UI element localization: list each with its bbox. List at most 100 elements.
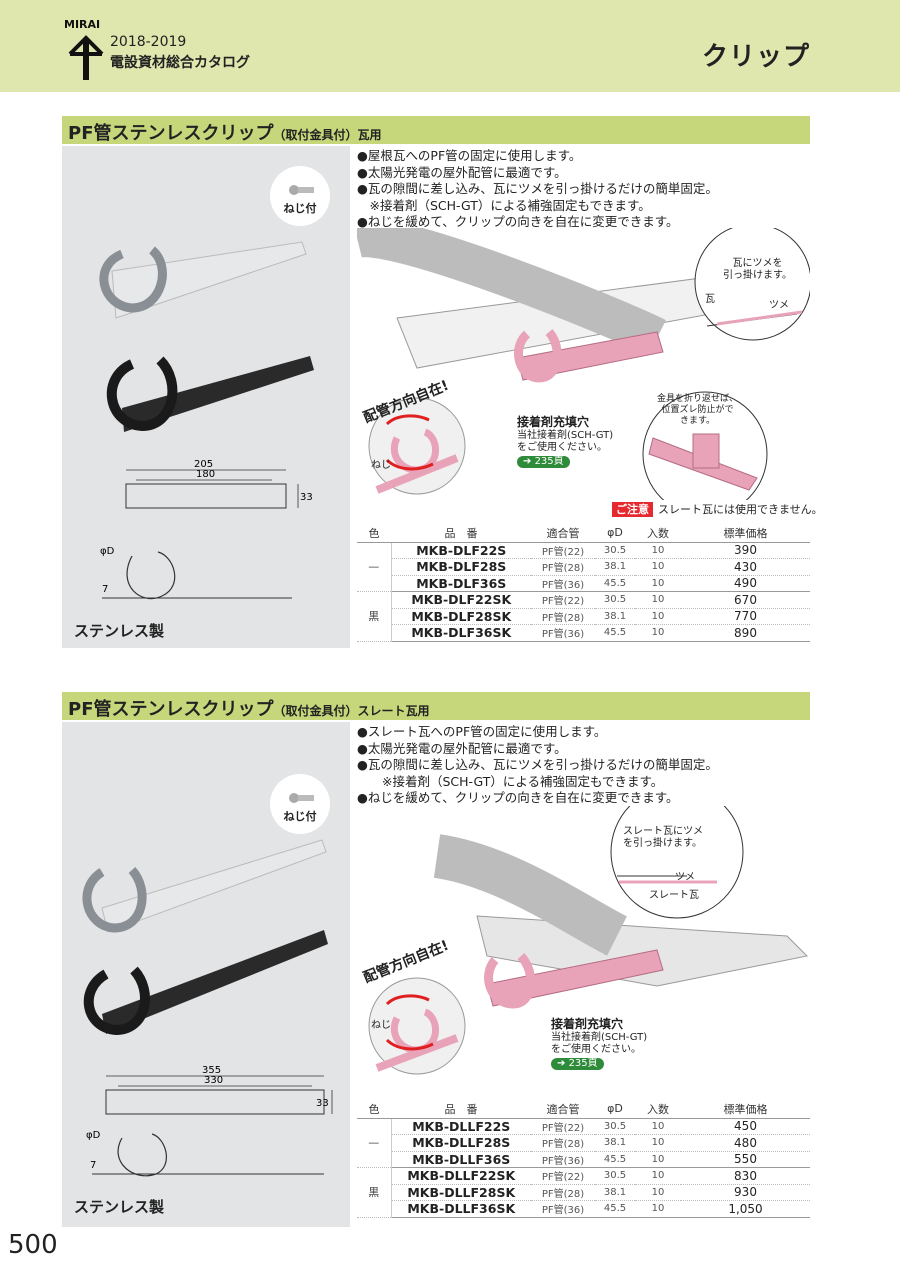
col-qty: 入数	[635, 1100, 681, 1119]
page-header: MIRAI 2018-2019 電設資材総合カタログ クリップ	[0, 0, 900, 92]
table-row: MKB-DLLF28S PF管(28) 38.1 10 480	[357, 1134, 810, 1152]
caution-tag: ご注意	[612, 502, 653, 517]
spec-table-1: 色 品 番 適合管 φD 入数 標準価格 — MKB-DLF22S PF管(22…	[357, 524, 810, 642]
section-subtitle: （取付金具付）瓦用	[273, 128, 382, 142]
feature-list: ●屋根瓦へのPF管の固定に使用します。 ●太陽光発電の屋外配管に最適です。 ●瓦…	[357, 148, 718, 231]
feature-item: ●太陽光発電の屋外配管に最適です。	[357, 164, 567, 180]
col-code: 品 番	[391, 1100, 531, 1119]
svg-text:7: 7	[102, 584, 108, 595]
hook-callout: 瓦にツメを 引っ掛けます。	[723, 258, 792, 282]
caution-note: ご注意スレート瓦には使用できません。	[612, 501, 823, 517]
table-row: MKB-DLF28SK PF管(28) 38.1 10 770	[357, 608, 810, 625]
product-image-panel-2: ねじ付 355 330 33 φD 7 ステンレス製	[62, 722, 350, 1227]
screw-icon	[289, 185, 314, 195]
feature-list: ●スレート瓦へのPF管の固定に使用します。 ●太陽光発電の屋外配管に最適です。 …	[357, 724, 718, 807]
table-row: MKB-DLLF28SK PF管(28) 38.1 10 930	[357, 1184, 810, 1201]
spec-table-2: 色 品 番 適合管 φD 入数 標準価格 — MKB-DLLF22S PF管(2…	[357, 1100, 810, 1218]
feature-item: ●スレート瓦へのPF管の固定に使用します。	[357, 724, 607, 739]
feature-item: ●瓦の隙間に差し込み、瓦にツメを引っ掛けるだけの簡単固定。	[357, 757, 718, 772]
feature-item: ※接着剤（SCH-GT）による補強固定もできます。	[357, 197, 651, 213]
section-title-bar-2: PF管ステンレスクリップ（取付金具付）スレート瓦用	[62, 692, 810, 720]
svg-text:33: 33	[316, 1098, 329, 1109]
svg-text:MIRAI: MIRAI	[64, 18, 100, 31]
screw-label: ねじ付	[283, 810, 317, 823]
col-color: 色	[357, 524, 391, 543]
adhesive-line-2: をご使用ください。	[517, 442, 607, 453]
svg-text:φD: φD	[100, 546, 115, 557]
screw-icon	[289, 793, 314, 803]
svg-text:33: 33	[300, 492, 313, 503]
table-row: MKB-DLF36SK PF管(36) 45.5 10 890	[357, 624, 810, 642]
catalog-title: 電設資材総合カタログ	[110, 55, 250, 71]
page-reference-link[interactable]: ➔ 235頁	[517, 456, 570, 468]
col-qty: 入数	[635, 524, 681, 543]
section-title-bar-1: PF管ステンレスクリップ（取付金具付）瓦用	[62, 116, 810, 144]
adhesive-title: 接着剤充填穴	[517, 415, 590, 429]
caution-text: スレート瓦には使用できません。	[658, 503, 823, 516]
svg-text:7: 7	[90, 1160, 96, 1171]
installation-diagram-1: 配管方向自在! ねじ 接着剤充填穴 当社接着剤(SCH-GT) をご使用ください…	[352, 217, 812, 517]
section-title: PF管ステンレスクリップ	[68, 699, 274, 720]
table-row: MKB-DLLF36SK PF管(36) 45.5 10 1,050	[357, 1200, 810, 1218]
svg-text:330: 330	[204, 1075, 223, 1086]
col-phi: φD	[595, 1100, 635, 1119]
clip-photos: 205 180 33 φD 7	[99, 241, 314, 600]
table-row: 黒 MKB-DLLF22SK PF管(22) 30.5 10 830	[357, 1167, 810, 1218]
feature-item: ●太陽光発電の屋外配管に最適です。	[357, 740, 567, 756]
tsume-label: ツメ	[675, 872, 695, 883]
adhesive-line-1: 当社接着剤(SCH-GT)	[517, 430, 614, 441]
screw-badge: ねじ付	[270, 774, 330, 834]
roof-illustration	[352, 217, 812, 517]
hook-line-1: スレート瓦にツメ	[623, 826, 703, 837]
col-price: 標準価格	[681, 1100, 810, 1119]
product-image-panel-1: ねじ付 205 180 33 φD 7 ステンレス製	[62, 146, 350, 648]
adhesive-line-1: 当社接着剤(SCH-GT)	[551, 1032, 648, 1043]
tsume-label: ツメ	[769, 300, 789, 311]
col-price: 標準価格	[681, 524, 810, 543]
page-reference-link[interactable]: ➔ 235頁	[551, 1058, 604, 1070]
svg-text:180: 180	[196, 469, 215, 480]
col-phi: φD	[595, 524, 635, 543]
feature-item: ●ねじを緩めて、クリップの向きを自在に変更できます。	[357, 214, 679, 229]
table-row: MKB-DLLF36S PF管(36) 45.5 10 550	[357, 1151, 810, 1168]
table-row: MKB-DLF28S PF管(28) 38.1 10 430	[357, 558, 810, 576]
roof-illustration	[368, 785, 809, 1075]
svg-text:φD: φD	[86, 1130, 101, 1141]
mirai-logo: MIRAI	[64, 18, 104, 80]
table-row: — MKB-DLF22S PF管(22) 30.5 10 390	[357, 542, 810, 592]
svg-text:355: 355	[202, 1065, 221, 1076]
hook-line-1: 瓦にツメを	[732, 258, 783, 269]
catalog-year: 2018-2019	[110, 34, 187, 50]
feature-item: ●ねじを緩めて、クリップの向きを自在に変更できます。	[357, 790, 679, 805]
adhesive-callout: 接着剤充填穴 当社接着剤(SCH-GT) をご使用ください。 ➔ 235頁	[517, 416, 613, 468]
col-pipe: 適合管	[531, 524, 595, 543]
adhesive-line-2: をご使用ください。	[551, 1044, 641, 1055]
section-subtitle: （取付金具付）スレート瓦用	[273, 704, 430, 718]
hook-line-2: を引っ掛けます。	[623, 838, 702, 849]
col-pipe: 適合管	[531, 1100, 595, 1119]
table-header-row: 色 品 番 適合管 φD 入数 標準価格	[357, 524, 810, 543]
table-row: 黒 MKB-DLF22SK PF管(22) 30.5 10 670	[357, 591, 810, 642]
slate-label: スレート瓦	[649, 890, 699, 901]
col-code: 品 番	[391, 524, 531, 543]
adhesive-callout: 接着剤充填穴 当社接着剤(SCH-GT) をご使用ください。 ➔ 235頁	[551, 1018, 647, 1070]
screw-callout: ねじ	[371, 1020, 391, 1031]
kawara-label: 瓦	[705, 294, 715, 305]
material-label: ステンレス製	[74, 1198, 165, 1216]
section-title: PF管ステンレスクリップ	[68, 123, 274, 144]
page-category: クリップ	[701, 42, 810, 72]
feature-item: ※接着剤（SCH-GT）による補強固定もできます。	[357, 773, 664, 789]
clip-photos: 355 330 33 φD 7	[82, 839, 333, 1177]
table-row: — MKB-DLLF22S PF管(22) 30.5 10 450	[357, 1118, 810, 1168]
material-label: ステンレス製	[74, 622, 165, 640]
hook-line-2: 引っ掛けます。	[723, 270, 792, 281]
screw-label: ねじ付	[283, 202, 317, 215]
hook-callout: スレート瓦にツメ を引っ掛けます。	[623, 826, 703, 850]
fold-callout: 金具を折り返せば、 位置ズレ防止がで きます。	[657, 394, 739, 426]
screw-callout: ねじ	[371, 460, 391, 471]
feature-item: ●瓦の隙間に差し込み、瓦にツメを引っ掛けるだけの簡単固定。	[357, 181, 718, 196]
feature-item: ●屋根瓦へのPF管の固定に使用します。	[357, 148, 582, 163]
installation-diagram-2: 配管方向自在! ねじ 接着剤充填穴 当社接着剤(SCH-GT) をご使用ください…	[357, 785, 810, 1092]
screw-badge: ねじ付	[270, 166, 330, 226]
page-number: 500	[8, 1230, 58, 1260]
